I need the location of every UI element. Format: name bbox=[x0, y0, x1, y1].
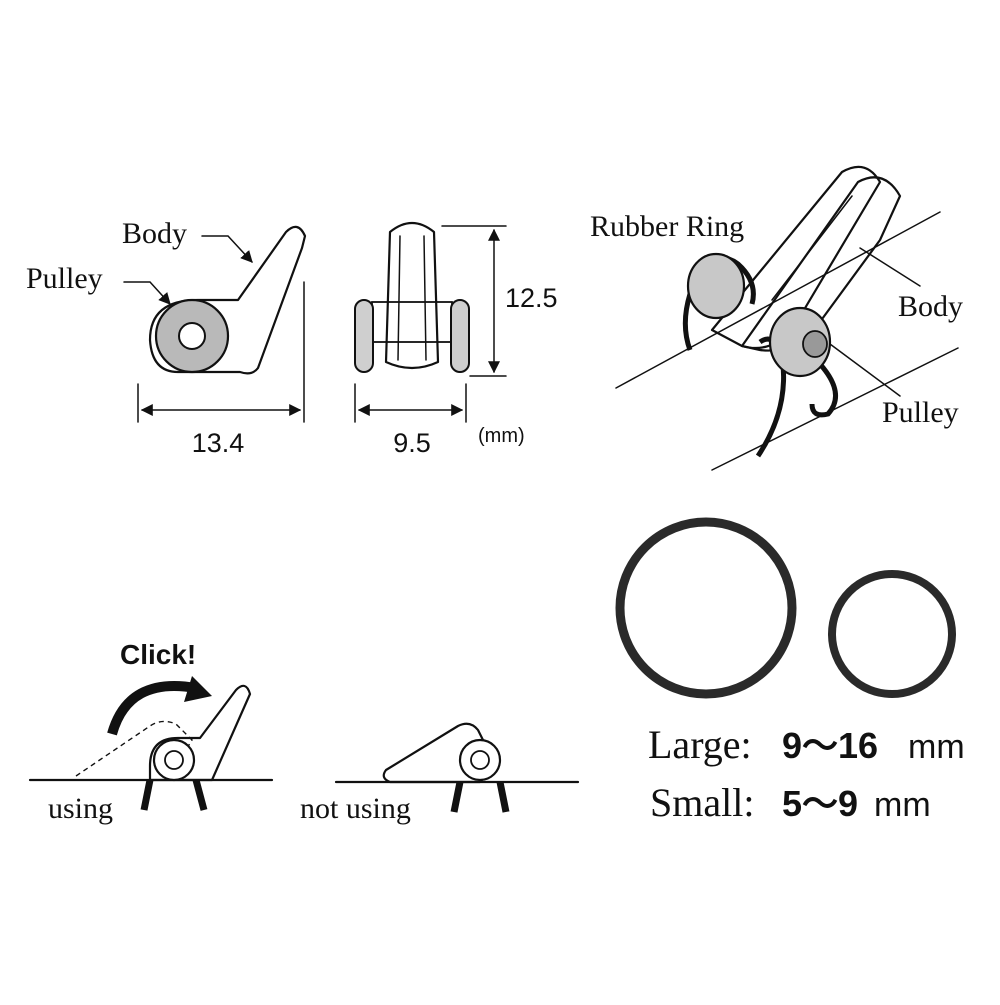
pulley-3d-leader bbox=[829, 343, 901, 397]
small-range: 5～9 bbox=[782, 783, 858, 824]
using-pulley-hole bbox=[164, 750, 184, 770]
perspective-body-groove bbox=[771, 195, 853, 301]
not-using-panel: not using bbox=[300, 722, 580, 825]
pulley-label: Pulley bbox=[26, 262, 103, 295]
body-leader-arrow bbox=[201, 235, 253, 263]
front-body-groove-left bbox=[397, 235, 401, 361]
rod-line-bottom bbox=[711, 347, 959, 471]
unit-label: (mm) bbox=[478, 425, 525, 447]
pulley-leader-arrow bbox=[123, 281, 171, 305]
rubber-ring-label: Rubber Ring bbox=[590, 210, 744, 243]
perspective-view: Rubber Ring Body Pulley bbox=[590, 165, 963, 471]
perspective-pulley-hole bbox=[802, 330, 828, 358]
large-ring bbox=[615, 517, 797, 699]
rod-line-top bbox=[615, 211, 941, 389]
height-dimension: 12.5 bbox=[505, 283, 558, 313]
body-3d-leader bbox=[859, 247, 921, 287]
side-view: Body Pulley 13.4 bbox=[26, 217, 307, 458]
using-rubber-ring bbox=[140, 779, 208, 811]
front-axle bbox=[371, 301, 453, 343]
perspective-pulley-back bbox=[686, 252, 746, 320]
small-label: Small: bbox=[650, 780, 754, 825]
front-view: 12.5 9.5 (mm) bbox=[354, 221, 558, 458]
pulley-label-3d: Pulley bbox=[882, 396, 959, 429]
small-ring bbox=[828, 570, 956, 698]
pulley-hole bbox=[178, 322, 206, 350]
large-range: 9～16 bbox=[782, 725, 878, 766]
not-using-label: not using bbox=[300, 792, 411, 825]
using-body bbox=[148, 684, 252, 782]
body-label-3d: Body bbox=[898, 290, 963, 323]
perspective-pulley-front bbox=[768, 306, 832, 378]
click-arrow bbox=[107, 680, 197, 736]
front-pulley-left bbox=[354, 299, 374, 373]
click-arrowhead bbox=[184, 676, 212, 702]
body-label: Body bbox=[122, 217, 187, 250]
small-unit: mm bbox=[874, 786, 931, 824]
front-pulley-right bbox=[450, 299, 470, 373]
large-label: Large: bbox=[648, 722, 752, 767]
large-unit: mm bbox=[908, 728, 965, 766]
using-panel: Click! using bbox=[28, 639, 274, 825]
front-view-body bbox=[384, 221, 440, 370]
not-using-rubber-ring bbox=[450, 781, 510, 813]
rubber-rings: Large: 9～16 mm Small: 5～9 mm bbox=[615, 517, 965, 825]
rubber-ring-right bbox=[806, 350, 838, 418]
width-dimension-side: 13.4 bbox=[192, 428, 245, 458]
front-body-groove-right bbox=[423, 235, 427, 361]
using-label: using bbox=[48, 792, 113, 825]
not-using-pulley-hole bbox=[470, 750, 490, 770]
click-label: Click! bbox=[120, 639, 196, 670]
width-dimension-front: 9.5 bbox=[393, 428, 431, 458]
